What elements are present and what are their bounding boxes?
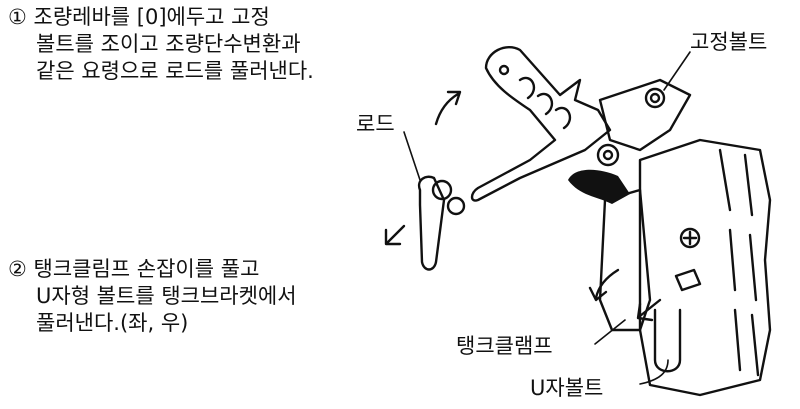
step-1-line-1: ① 조량레바를 [0]에두고 고정 (8, 4, 314, 31)
lever-teeth (518, 76, 572, 130)
label-u-bolt: U자볼트 (530, 376, 604, 400)
rod-washer (446, 196, 466, 216)
leader-fixing-bolt (663, 51, 691, 91)
step-2-line-3: 풀러낸다.(좌, 우) (36, 311, 189, 335)
leader-rod (403, 131, 421, 181)
arrow-clamp-icon (588, 268, 620, 302)
tank-screw (679, 227, 701, 249)
step-2: ② 탱크클림프 손잡이를 풀고 U자형 볼트를 탱크브라켓에서 풀러낸다.(좌,… (8, 256, 297, 337)
label-fixing-bolt: 고정볼트 (690, 30, 768, 54)
step-1-line-2: 볼트를 조이고 조량단수변환과 (36, 32, 301, 56)
lever-pivot (498, 64, 510, 76)
step-1-marker: ① (8, 5, 27, 29)
lever-arm (470, 45, 612, 202)
fixing-bolt-head (649, 92, 661, 104)
step-1-line-3: 같은 요령으로 로드를 풀러낸다. (36, 59, 314, 83)
step-2-marker: ② (8, 257, 27, 281)
pivot-nut (596, 143, 620, 167)
tank-ribs (718, 148, 760, 377)
leader-u-bolt (639, 359, 669, 385)
arrow-ubolt-icon (636, 298, 662, 322)
step-2-line-2: U자형 볼트를 탱크브라켓에서 (36, 284, 297, 308)
arrow-up-icon (434, 90, 462, 126)
label-tank-clamp: 탱크클램프 (456, 334, 553, 358)
leader-tank-clamp (594, 319, 626, 345)
arrow-down-left-icon (384, 224, 406, 246)
label-rod: 로드 (356, 112, 395, 136)
step-1-text-1: 조량레바를 [0]에두고 고정 (33, 5, 270, 29)
step-1: ① 조량레바를 [0]에두고 고정 볼트를 조이고 조량단수변환과 같은 요령으… (8, 4, 314, 85)
u-bolt-shape (653, 308, 682, 373)
tank-body (638, 138, 772, 397)
clamp-handle (568, 169, 630, 204)
tank-screw-slot (682, 230, 698, 246)
tank-clamp (598, 188, 652, 332)
u-bolt-nut (674, 268, 702, 292)
step-2-line-1: ② 탱크클림프 손잡이를 풀고 (8, 256, 297, 283)
fixing-bolt (644, 87, 666, 109)
pivot-nut-inner (602, 149, 614, 161)
step-2-text-1: 탱크클림프 손잡이를 풀고 (33, 257, 260, 281)
rod-nut (431, 179, 453, 201)
bracket-plate (598, 78, 692, 152)
removed-rod (417, 175, 446, 271)
